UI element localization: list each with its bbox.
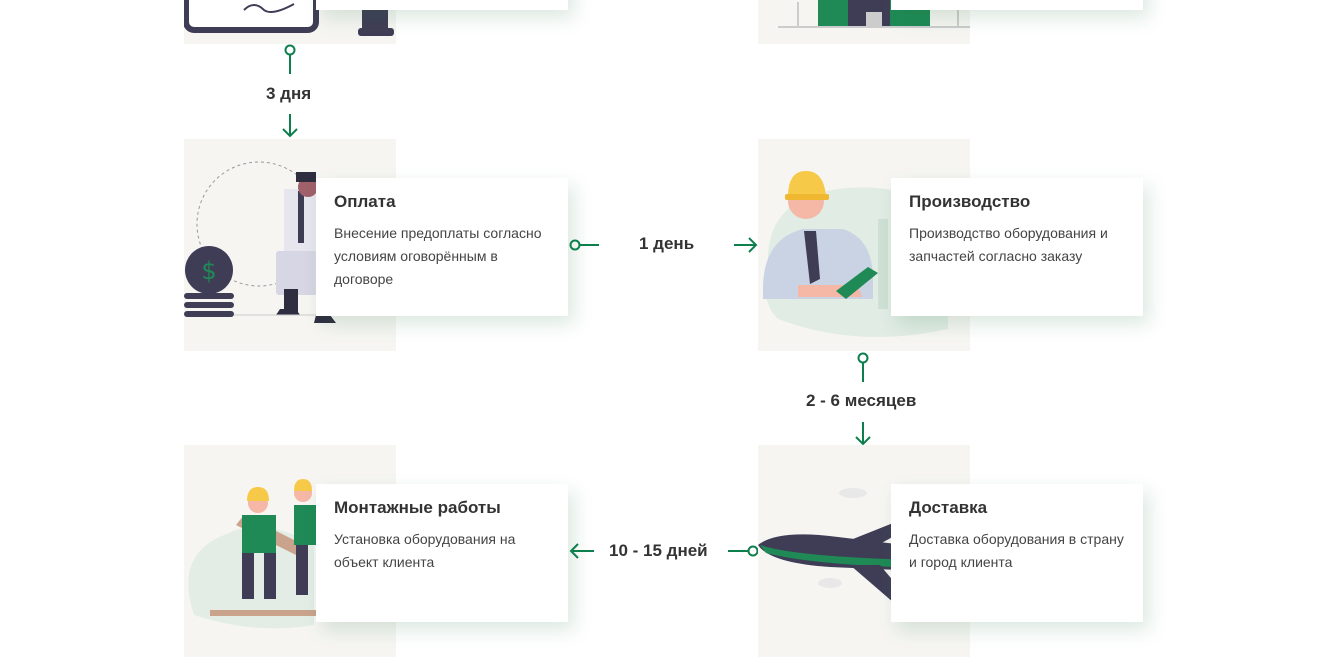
duration-to-payment: 3 дня [266, 84, 312, 103]
connector-down-to-delivery [855, 352, 871, 446]
step-delivery-card: Доставка Доставка оборудования в страну … [891, 484, 1143, 622]
previous-step-card-right [891, 0, 1143, 10]
step-installation-title: Монтажные работы [334, 498, 501, 517]
step-delivery-title: Доставка [909, 498, 988, 517]
step-payment-card: Оплата Внесение предоплаты согласно усло… [316, 178, 568, 316]
step-installation-description: Установка оборудования на объект клиента [334, 531, 516, 570]
duration-to-production: 1 день [639, 234, 695, 253]
previous-step-card-left [316, 0, 568, 10]
step-payment-description: Внесение предоплаты согласно условиям ог… [334, 225, 542, 287]
step-payment-title: Оплата [334, 192, 396, 211]
step-production-card: Производство Производство оборудования и… [891, 178, 1143, 316]
step-installation-card: Монтажные работы Установка оборудования … [316, 484, 568, 622]
duration-to-delivery: 2 - 6 месяцев [806, 391, 917, 410]
step-production-title: Производство [909, 192, 1031, 211]
dollar-coin-icon: $ [184, 246, 334, 317]
connector-right-to-production [569, 237, 758, 253]
connector-left-to-installation [569, 543, 759, 559]
workers-icon [188, 479, 324, 629]
duration-to-installation: 10 - 15 дней [609, 541, 708, 560]
connector-down-to-payment [282, 44, 298, 138]
step-production-description: Производство оборудования и запчастей со… [909, 225, 1108, 264]
svg-text:$: $ [201, 257, 216, 285]
step-delivery-description: Доставка оборудования в страну и город к… [909, 531, 1124, 570]
